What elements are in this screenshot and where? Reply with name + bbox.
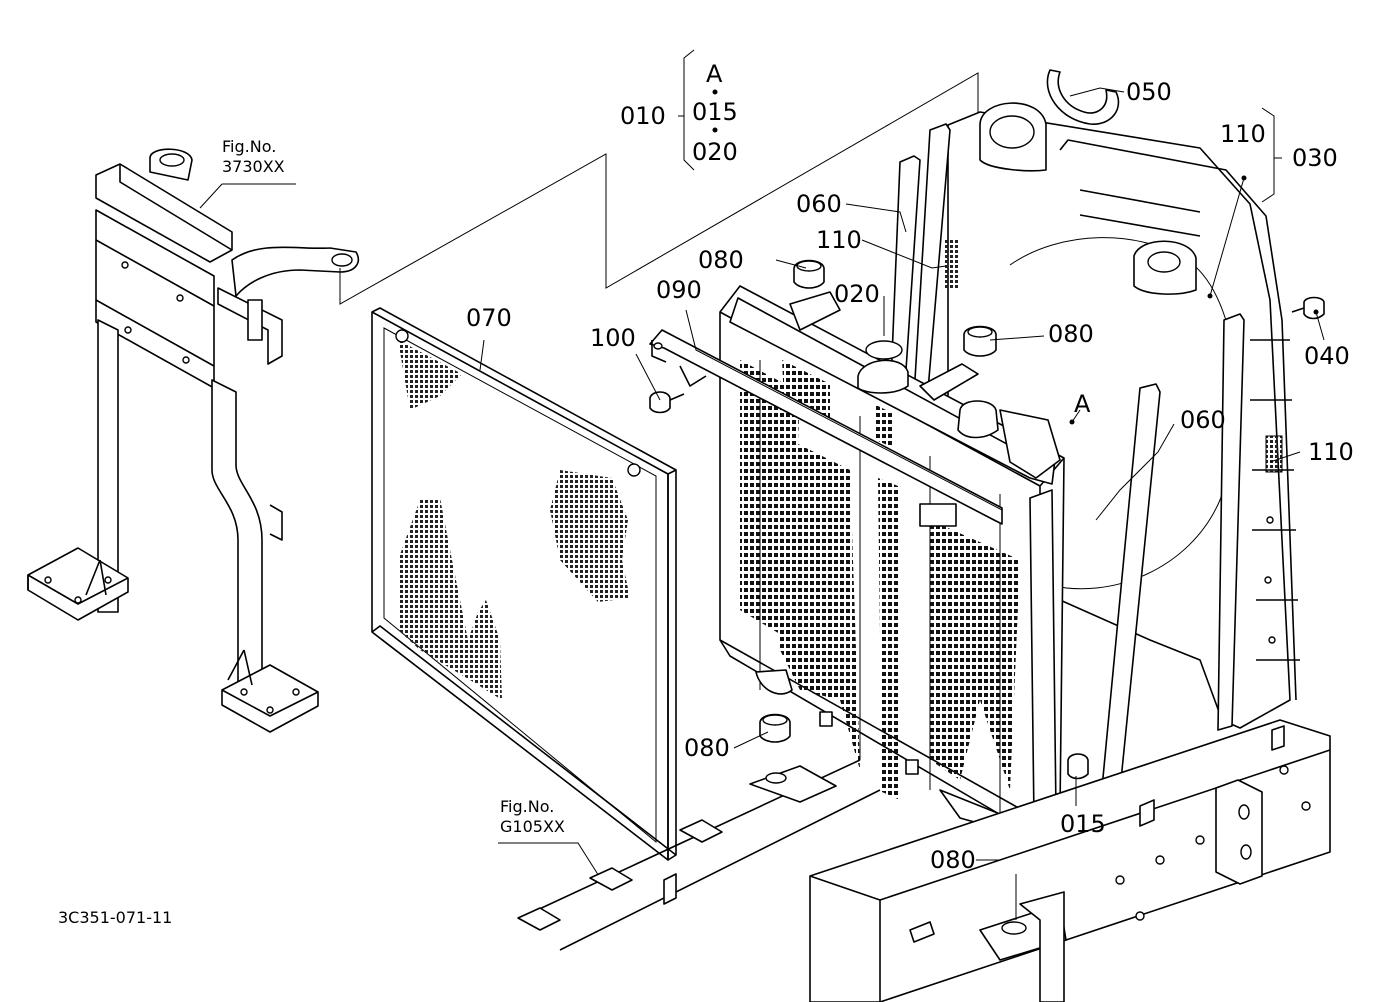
drain-plug-015 xyxy=(1067,753,1089,780)
explode-guide-line xyxy=(339,72,979,305)
fig-ref-g105: Fig.No. G105XX xyxy=(500,797,565,837)
callout-110-right: 110 xyxy=(1308,438,1354,466)
radiator-screen-070 xyxy=(371,307,677,861)
fig-ref-3730-number: 3730XX xyxy=(222,157,285,176)
callout-080-bottom: 080 xyxy=(930,846,976,874)
callout-015: 015 xyxy=(1060,810,1106,838)
callout-060-right: 060 xyxy=(1180,406,1226,434)
cushion-080-top xyxy=(793,259,825,289)
fig-ref-g105-number: G105XX xyxy=(500,817,565,836)
support-stay-frame xyxy=(27,148,360,733)
fig-ref-3730: Fig.No. 3730XX xyxy=(222,137,285,177)
fig-3730-leader xyxy=(199,183,296,209)
callout-110-top: 110 xyxy=(816,226,862,254)
group-030-bracket xyxy=(1261,107,1282,203)
callout-080-mid: 080 xyxy=(1048,320,1094,348)
bracket-090 xyxy=(649,329,1003,525)
diagram-code: 3C351-071-11 xyxy=(58,908,173,927)
callout-030: 030 xyxy=(1292,144,1338,172)
group-010-member-015: 015 xyxy=(692,98,738,126)
fig-ref-g105-prefix: Fig.No. xyxy=(500,797,555,816)
fig-ref-3730-prefix: Fig.No. xyxy=(222,137,277,156)
fig-g105-leader xyxy=(498,842,605,885)
callout-010: 010 xyxy=(620,102,666,130)
cushion-080-mid xyxy=(963,325,997,357)
callout-100: 100 xyxy=(590,324,636,352)
callout-040: 040 xyxy=(1304,342,1350,370)
group-010-member-020: 020 xyxy=(692,138,738,166)
callout-070: 070 xyxy=(466,304,512,332)
callout-060-top: 060 xyxy=(796,190,842,218)
group-010-bracket xyxy=(678,49,718,171)
cushion-080-low xyxy=(759,713,791,743)
callout-020: 020 xyxy=(834,280,880,308)
callout-090: 090 xyxy=(656,276,702,304)
group-030-member-110: 110 xyxy=(1220,120,1266,148)
callout-080-top: 080 xyxy=(698,246,744,274)
group-010-member-a: A xyxy=(706,60,723,88)
sponge-strip-110 xyxy=(913,123,1245,731)
base-frame xyxy=(517,719,1331,1002)
clip-050 xyxy=(979,69,1120,172)
leader-lines xyxy=(479,87,1325,920)
callout-080-low: 080 xyxy=(684,734,730,762)
bolt-100 xyxy=(649,391,685,414)
bolt-040 xyxy=(1291,296,1325,320)
callout-a: A xyxy=(1074,390,1091,418)
callout-050: 050 xyxy=(1126,78,1172,106)
